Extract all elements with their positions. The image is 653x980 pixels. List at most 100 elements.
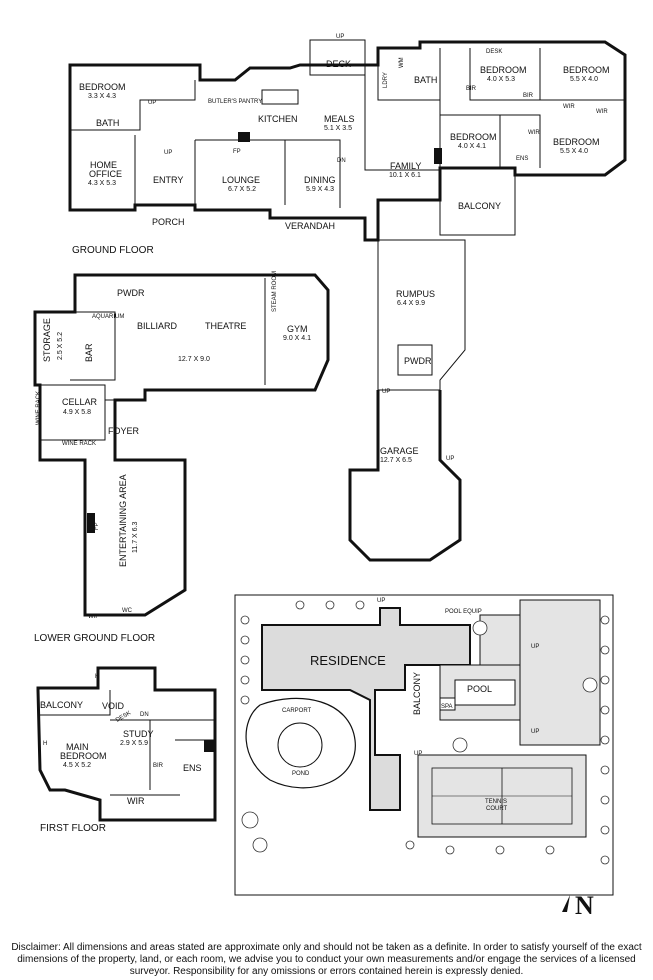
label-fp-entertain: FP	[94, 522, 100, 530]
room-pwdr1: PWDR	[117, 288, 145, 298]
label-wir-1: WIR	[563, 104, 575, 110]
label-first-bir: BIR	[153, 763, 164, 769]
room-billiard-dim: 12.7 X 9.0	[178, 356, 210, 363]
room-ldry: LDRY	[383, 72, 389, 88]
site-carport: CARPORT	[282, 708, 312, 714]
room-main-bedroom-1: MAIN	[66, 742, 89, 752]
room-first-ens: ENS	[183, 763, 202, 773]
room-lounge-dim: 6.7 X 5.2	[228, 186, 256, 193]
room-home-office-2: OFFICE	[89, 169, 122, 179]
room-study: STUDY	[123, 729, 154, 739]
room-foyer: FOYER	[108, 426, 140, 436]
room-home-office-1: HOME	[90, 160, 117, 170]
room-bedroom4-dim: 4.0 X 4.1	[458, 143, 486, 150]
room-home-office-dim: 4.3 X 5.3	[88, 180, 116, 187]
room-storage: STORAGE	[42, 318, 52, 362]
room-bedroom5-dim: 5.5 X 4.0	[560, 148, 588, 155]
room-family: FAMILY	[390, 161, 421, 171]
room-butlers-pantry: BUTLER'S PANTRY	[208, 99, 262, 105]
floor-title-ground: GROUND FLOOR	[72, 245, 154, 256]
room-garage: GARAGE	[380, 446, 419, 456]
room-kitchen: KITCHEN	[258, 114, 298, 124]
room-bedroom5: BEDROOM	[553, 137, 600, 147]
room-bar: BAR	[84, 343, 94, 362]
room-porch: PORCH	[152, 217, 185, 227]
room-garage-dim: 12.7 X 6.5	[380, 457, 412, 464]
room-entertaining-dim: 11.7 X 6.3	[132, 521, 139, 553]
room-meals: MEALS	[324, 114, 355, 124]
room-dining-dim: 5.9 X 4.3	[306, 186, 334, 193]
room-bath1: BATH	[96, 118, 119, 128]
room-bedroom1: BEDROOM	[79, 82, 126, 92]
room-first-balcony: BALCONY	[40, 700, 83, 710]
room-family-dim: 10.1 X 6.1	[389, 172, 421, 179]
label-h-1: H	[43, 741, 47, 747]
room-wm: WM	[399, 57, 405, 68]
site-up-4: UP	[414, 751, 422, 757]
room-rumpus: RUMPUS	[396, 289, 435, 299]
room-pwdr2: PWDR	[404, 356, 432, 366]
label-first-dn: DN	[140, 712, 149, 718]
room-bedroom2: BEDROOM	[480, 65, 527, 75]
room-balcony: BALCONY	[458, 201, 501, 211]
room-deck: DECK	[326, 59, 351, 69]
label-wir-3: WIR	[528, 130, 540, 136]
site-spa: SPA	[441, 704, 453, 710]
room-main-bedroom-2: BEDROOM	[60, 751, 107, 761]
room-billiard: BILLIARD	[137, 321, 178, 331]
room-gym-dim: 9.0 X 4.1	[283, 335, 311, 342]
label-wine-rack-2: WINE RACK	[62, 441, 96, 447]
site-tennis-2: COURT	[486, 806, 508, 812]
room-theatre: THEATRE	[205, 321, 246, 331]
label-bir-1: BIR	[523, 93, 534, 99]
label-fp-lounge: FP	[233, 149, 241, 155]
site-pool-equip: POOL EQUIP	[445, 609, 482, 615]
label-h-2: H	[95, 674, 99, 680]
label-up-lower-1: UP	[382, 389, 390, 395]
label-dn: DN	[337, 158, 346, 164]
floor-title-lower: LOWER GROUND FLOOR	[34, 633, 155, 644]
label-up-deck: UP	[336, 34, 344, 40]
room-dining: DINING	[304, 175, 336, 185]
label-up-hall: UP	[148, 100, 156, 106]
label-bir-2: BIR	[466, 86, 477, 92]
room-meals-dim: 5.1 X 3.5	[324, 125, 352, 132]
room-steam: STEAM ROOM	[272, 271, 278, 312]
room-void: VOID	[102, 701, 125, 711]
floor-title-first: FIRST FLOOR	[40, 823, 106, 834]
label-aquarium: AQUARIUM	[92, 314, 124, 320]
site-pond: POND	[292, 771, 310, 777]
label-wip: WIP	[88, 614, 99, 620]
room-entertaining: ENTERTAINING AREA	[118, 474, 128, 567]
room-first-wir: WIR	[127, 796, 145, 806]
site-residence: RESIDENCE	[310, 653, 386, 668]
room-rumpus-dim: 6.4 X 9.9	[397, 300, 425, 307]
site-balcony: BALCONY	[412, 672, 422, 715]
room-cellar: CELLAR	[62, 397, 98, 407]
label-wine-rack-1: WINE RACK	[36, 391, 42, 425]
room-gym: GYM	[287, 324, 308, 334]
room-bath2: BATH	[414, 75, 437, 85]
label-desk: DESK	[486, 49, 502, 55]
label-ens: ENS	[516, 156, 528, 162]
label-up-lower-2: UP	[446, 456, 454, 462]
first-floor-plan: BALCONY VOID DESK DN MAIN BEDROOM 4.5 X …	[36, 666, 217, 834]
site-tennis-1: TENNIS	[485, 799, 507, 805]
north-label: N	[575, 891, 594, 920]
room-entry: ENTRY	[153, 175, 183, 185]
room-study-dim: 2.9 X 5.9	[120, 740, 148, 747]
room-bedroom2-dim: 4.0 X 5.3	[487, 76, 515, 83]
room-lounge: LOUNGE	[222, 175, 260, 185]
lower-ground-floor-plan: FP PWDR AQUARIUM STORAGE 2.5 X 5.2 BAR B…	[33, 271, 462, 644]
site-up-3: UP	[377, 598, 385, 604]
site-up-2: UP	[531, 729, 539, 735]
site-plan: RESIDENCE CARPORT POND BALCONY POOL SPA …	[234, 594, 614, 920]
label-up-entry: UP	[164, 150, 172, 156]
label-wir-2: WIR	[596, 109, 608, 115]
ground-floor-plan: BEDROOM 3.3 X 4.3 BATH HOME OFFICE 4.3 X…	[68, 34, 627, 391]
room-storage-dim: 2.5 X 5.2	[57, 332, 64, 360]
room-bedroom4: BEDROOM	[450, 132, 497, 142]
north-arrow-icon	[562, 895, 570, 912]
room-main-bedroom-dim: 4.5 X 5.2	[63, 762, 91, 769]
